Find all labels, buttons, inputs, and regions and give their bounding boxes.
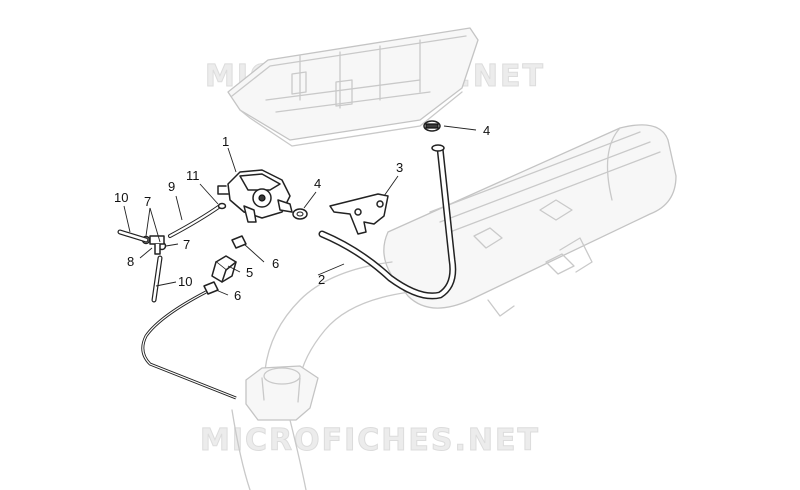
air-valve-part <box>217 169 293 223</box>
label-part-4a: 4 <box>314 176 321 191</box>
label-part-11: 11 <box>186 168 200 183</box>
label-part-3: 3 <box>396 160 403 175</box>
seal-part <box>217 202 227 210</box>
bracket-part <box>329 193 389 235</box>
label-part-6b: 6 <box>234 288 241 303</box>
metal-pipe <box>141 290 237 400</box>
label-part-10a: 10 <box>114 190 128 205</box>
label-part-6a: 6 <box>272 256 279 271</box>
watermark-bottom: MICROFICHES.NET <box>200 423 540 458</box>
hose-part-9 <box>168 204 222 238</box>
exhaust-ghost <box>231 124 677 490</box>
label-part-1: 1 <box>222 134 229 149</box>
tee-joint-part <box>149 235 165 255</box>
clamp-part-4b <box>423 120 441 132</box>
hose-part-10a <box>117 229 149 243</box>
label-part-9: 9 <box>168 179 175 194</box>
clip-part-6a <box>231 235 247 249</box>
label-part-5: 5 <box>246 265 253 280</box>
airbox-ghost <box>227 27 479 147</box>
hose-part-10b <box>151 255 163 303</box>
label-part-4b: 4 <box>483 123 490 138</box>
label-part-10b: 10 <box>178 274 192 289</box>
label-part-2: 2 <box>318 272 325 287</box>
leader-lines <box>123 125 477 296</box>
label-part-7b: 7 <box>183 237 190 252</box>
hose-part-2 <box>318 144 457 300</box>
label-part-8: 8 <box>127 254 134 269</box>
filter-part <box>211 255 237 283</box>
clip-part-6b <box>203 281 219 295</box>
label-part-7a: 7 <box>144 194 151 209</box>
clamp-part-4a <box>292 208 308 220</box>
